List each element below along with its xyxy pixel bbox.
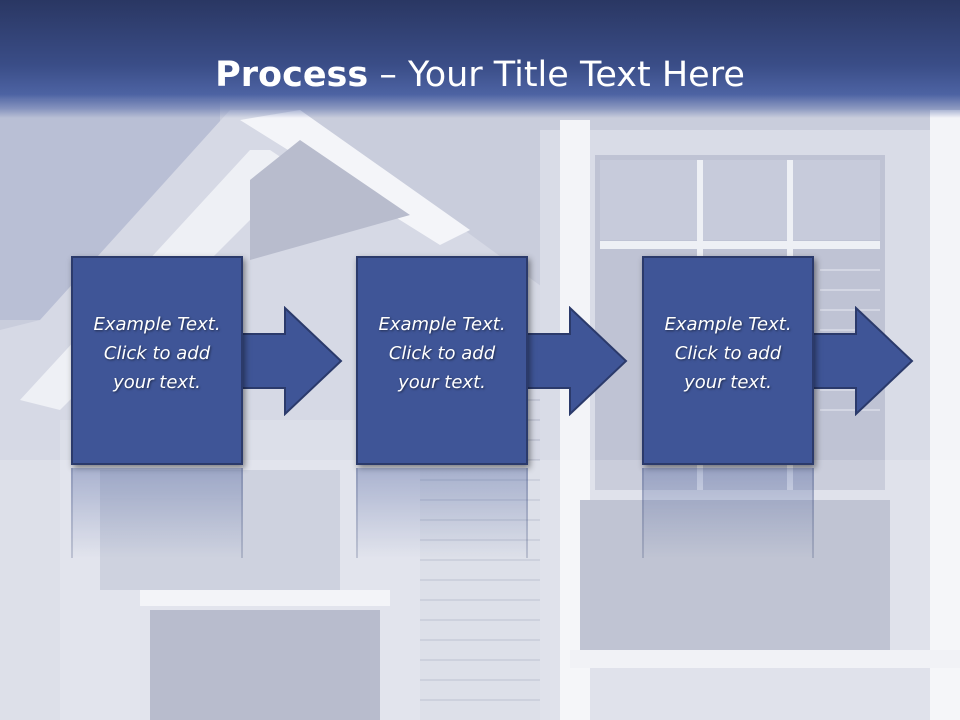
step-text-line: Example Text.: [664, 314, 792, 335]
step-text-line: your text.: [684, 372, 772, 393]
process-step-3: Example Text. Click to add your text.: [642, 256, 914, 558]
step-text[interactable]: Example Text. Click to add your text.: [356, 310, 528, 397]
step-text-line: Click to add: [388, 343, 496, 364]
title-bold-part: Process: [215, 55, 369, 95]
right-arrow-icon: [516, 306, 628, 416]
process-step-2: Example Text. Click to add your text.: [356, 256, 628, 558]
process-step-1: Example Text. Click to add your text.: [71, 256, 343, 558]
step-text[interactable]: Example Text. Click to add your text.: [71, 310, 243, 397]
step-text-line: Click to add: [103, 343, 211, 364]
step-text-line: Example Text.: [93, 314, 221, 335]
step-text-line: your text.: [398, 372, 486, 393]
step-reflection: [71, 468, 243, 558]
step-text-line: your text.: [113, 372, 201, 393]
step-text[interactable]: Example Text. Click to add your text.: [642, 310, 814, 397]
step-box[interactable]: [642, 256, 814, 465]
slide-title[interactable]: Process – Your Title Text Here: [0, 52, 960, 98]
right-arrow-icon: [802, 306, 914, 416]
step-box[interactable]: [356, 256, 528, 465]
title-rest-part: – Your Title Text Here: [368, 55, 745, 95]
step-reflection: [642, 468, 814, 558]
title-banner: [0, 0, 960, 118]
step-reflection: [356, 468, 528, 558]
right-arrow-icon: [231, 306, 343, 416]
step-text-line: Example Text.: [378, 314, 506, 335]
step-text-line: Click to add: [674, 343, 782, 364]
step-box[interactable]: [71, 256, 243, 465]
